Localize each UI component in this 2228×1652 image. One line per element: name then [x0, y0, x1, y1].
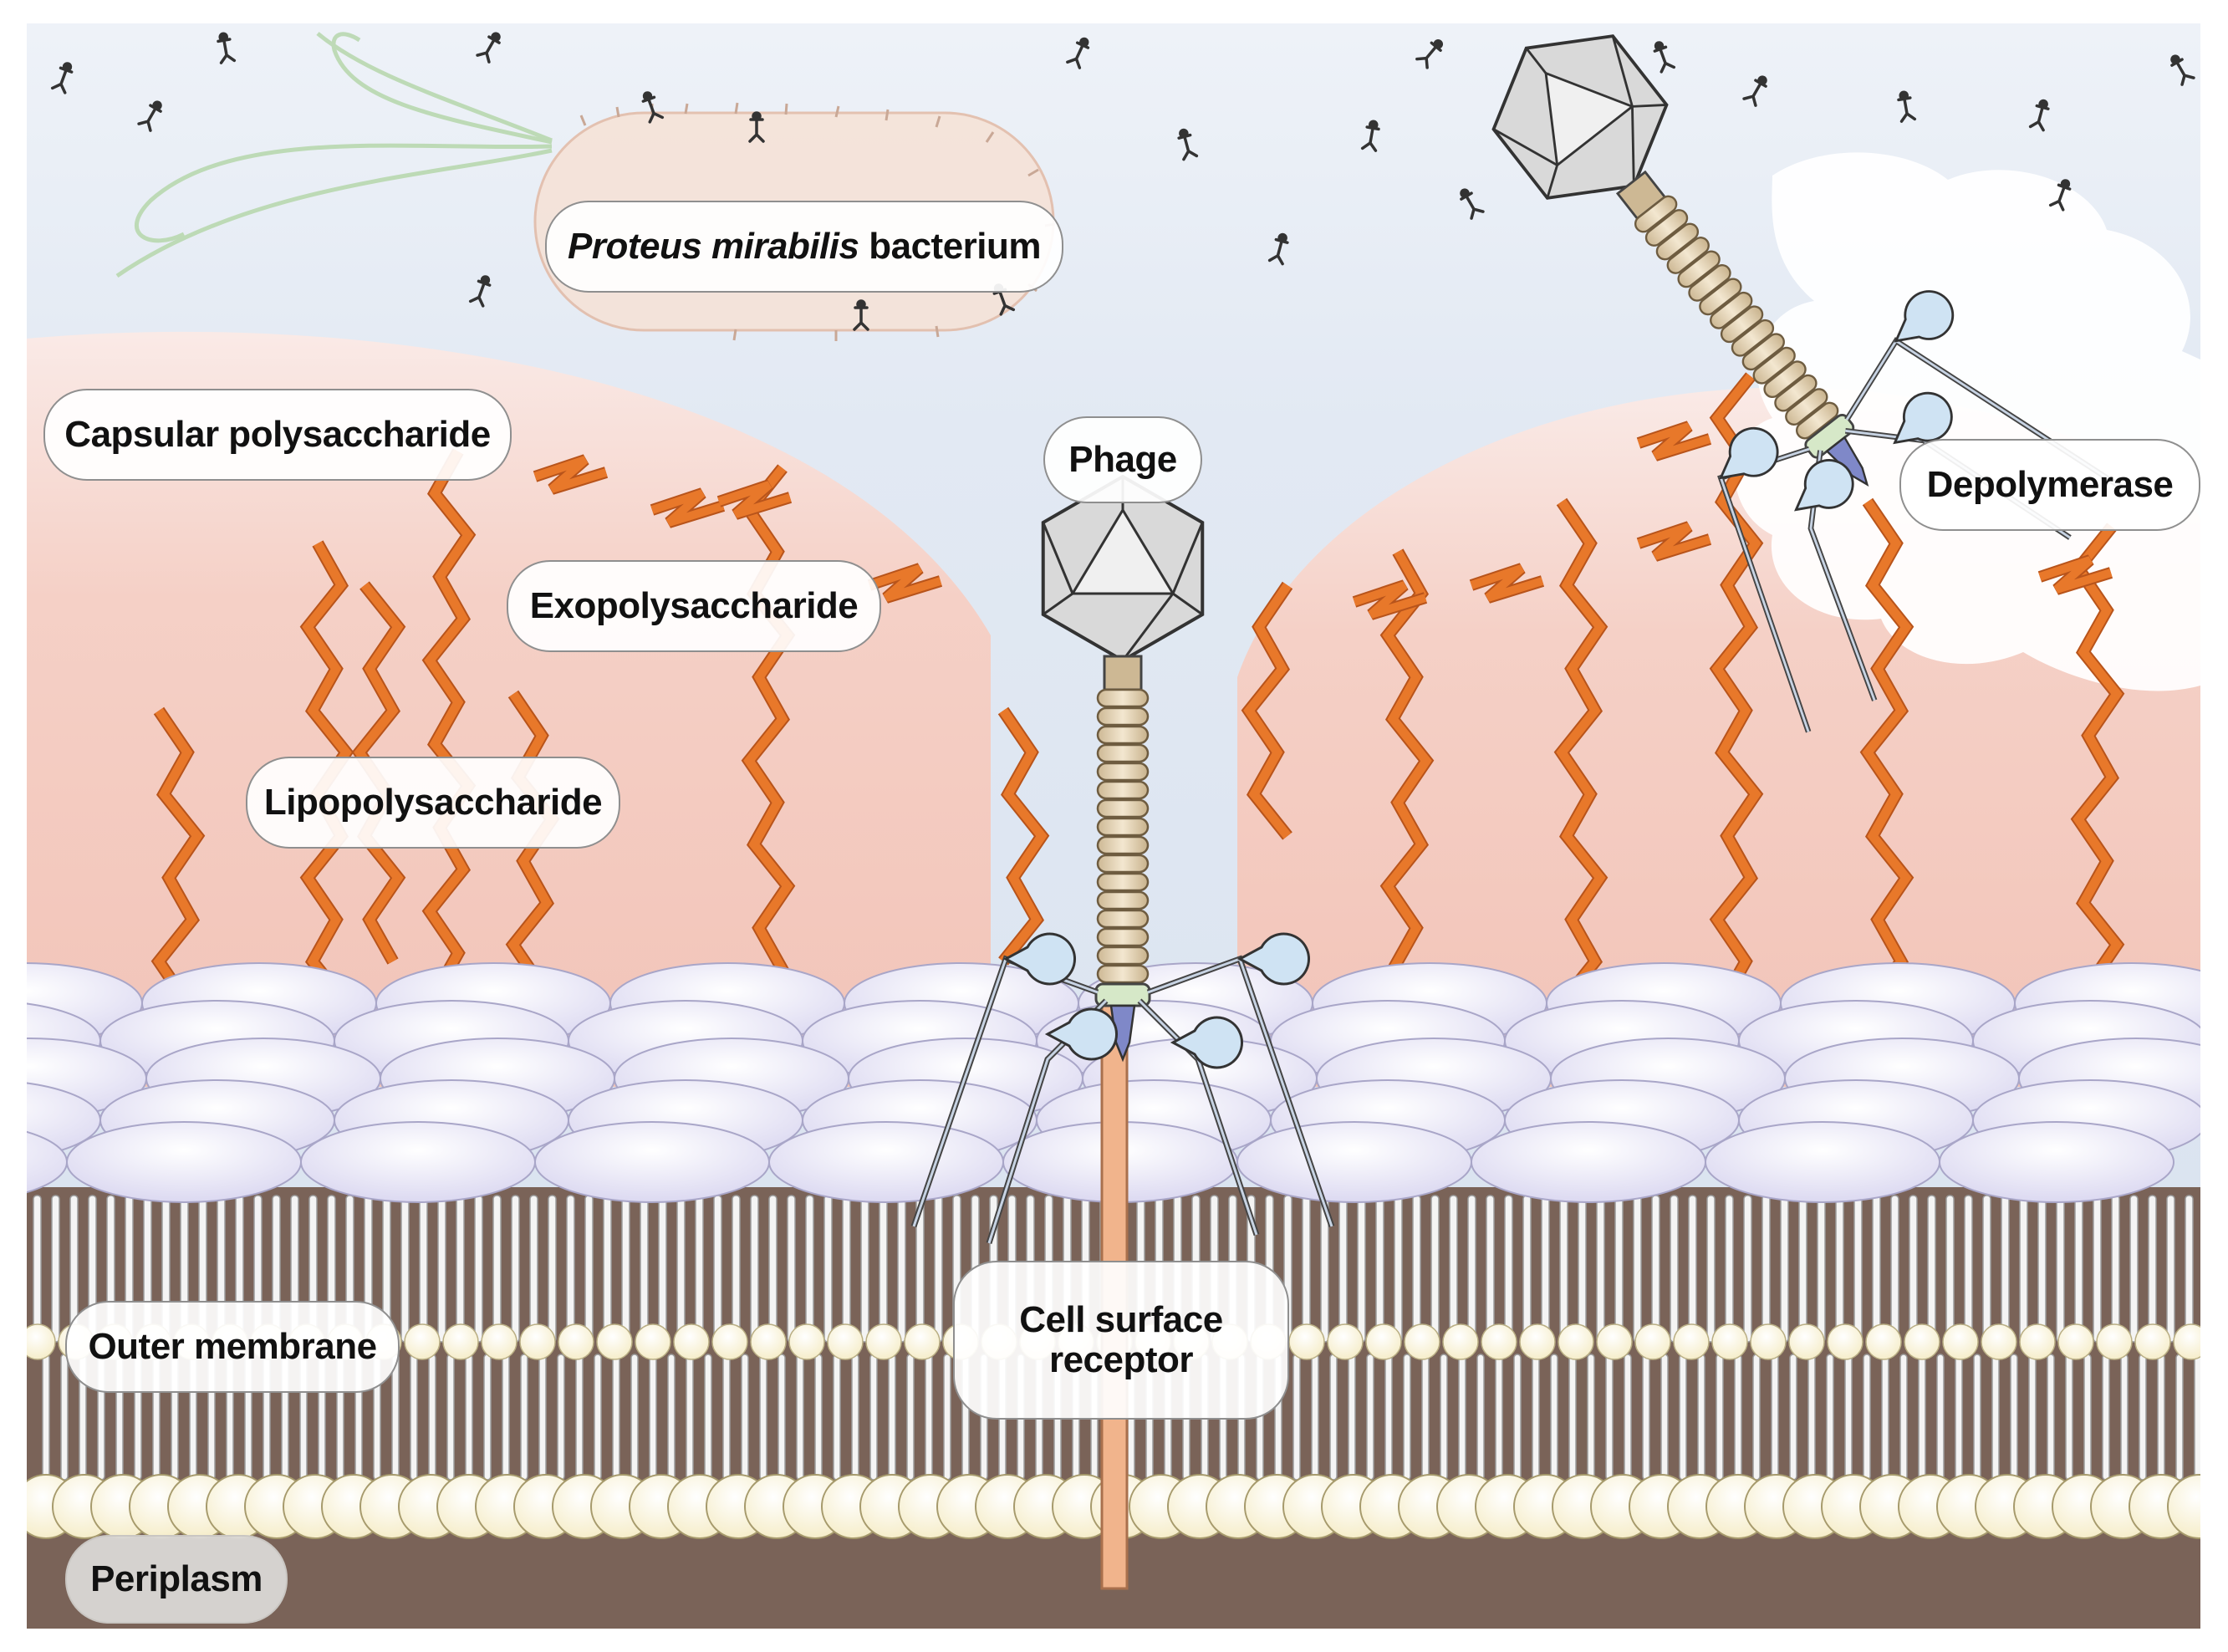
label-capsular-polysaccharide: Capsular polysaccharide	[43, 389, 512, 481]
receptor-line1: Cell surface	[1019, 1299, 1223, 1341]
free-phage-icon	[1742, 75, 1767, 107]
phage-tail	[1615, 170, 1869, 487]
free-phage-icon	[1653, 41, 1676, 74]
label-cell-surface-receptor: Cell surface receptor	[953, 1261, 1289, 1420]
label-phage: Phage	[1043, 416, 1202, 503]
depolymerase-icon	[1236, 932, 1310, 986]
free-phage-icon	[1360, 120, 1380, 152]
depolymerase-icon	[1894, 290, 1955, 343]
label-outer-membrane: Outer membrane	[65, 1301, 400, 1393]
free-phage-icon	[1897, 90, 1917, 123]
phage-tail	[1094, 655, 1151, 1063]
bacterium-suffix: bacterium	[869, 226, 1042, 268]
label-bacterium: Proteus mirabilis bacterium	[545, 201, 1063, 293]
depolymerase-icon	[1170, 1016, 1243, 1069]
free-phage-icon	[853, 299, 869, 331]
phage-capsid	[1041, 474, 1205, 663]
bacterium-species: Proteus mirabilis	[567, 226, 859, 268]
depolymerase-icon	[1794, 459, 1854, 512]
free-phage-icon	[2028, 99, 2050, 132]
free-phage-icon	[1177, 128, 1199, 161]
depolymerase-icon	[1002, 932, 1076, 986]
depolymerase-icon	[1044, 1007, 1118, 1061]
label-exopolysaccharide: Exopolysaccharide	[507, 560, 881, 652]
phage-capsid	[1491, 34, 1669, 200]
receptor-line2: receptor	[1048, 1339, 1194, 1380]
free-phages	[50, 32, 2195, 331]
free-phage-icon	[217, 32, 237, 64]
outer-membrane	[0, 962, 2228, 1629]
free-phage-icon	[1066, 37, 1090, 69]
label-depolymerase: Depolymerase	[1899, 439, 2200, 531]
free-phage-icon	[1415, 38, 1444, 69]
label-lipopolysaccharide: Lipopolysaccharide	[246, 757, 620, 849]
free-phage-icon	[2170, 54, 2195, 86]
free-phage-icon	[1267, 232, 1289, 266]
free-phage-icon	[641, 91, 665, 124]
free-phage-icon	[748, 111, 765, 143]
label-periplasm: Periplasm	[65, 1535, 288, 1624]
phage-main	[910, 474, 1335, 1245]
free-phage-icon	[137, 100, 162, 132]
free-phage-icon	[50, 62, 74, 94]
free-phage-icon	[476, 32, 501, 64]
depolymerase-icon	[1718, 426, 1779, 480]
free-phage-icon	[2048, 179, 2072, 212]
free-phage-icon	[1460, 188, 1485, 220]
free-phage-icon	[468, 275, 492, 308]
phage-depolymerase	[1491, 34, 2123, 733]
